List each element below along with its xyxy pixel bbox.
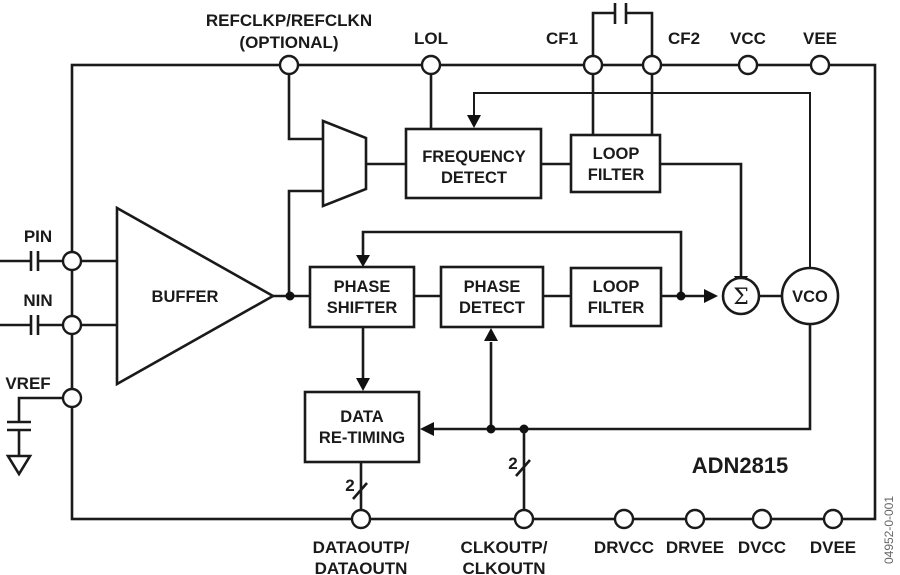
wire-buffer-to-mux bbox=[287, 189, 323, 296]
label-refclk: REFCLKP/REFCLKN bbox=[206, 11, 372, 30]
label-cf1: CF1 bbox=[546, 29, 578, 48]
pin-cf2 bbox=[641, 54, 663, 76]
label-vco: VCO bbox=[792, 288, 828, 306]
label-drvee: DRVEE bbox=[666, 538, 724, 557]
junction-dot bbox=[486, 424, 496, 434]
wire-vco-clock bbox=[432, 324, 812, 431]
mux bbox=[321, 119, 368, 208]
pin-lol bbox=[420, 54, 442, 76]
label-dataout-1: DATAOUTP/ bbox=[313, 538, 410, 557]
arrow-into-sum-left bbox=[704, 289, 718, 303]
data-retiming-block bbox=[303, 390, 421, 464]
label-bus-clk: 2 bbox=[508, 454, 517, 473]
label-dataout-2: DATAOUTN bbox=[315, 559, 408, 575]
pin-nin bbox=[61, 314, 83, 336]
pin-vee bbox=[809, 54, 831, 76]
label-cf2: CF2 bbox=[668, 29, 700, 48]
pin-clkout bbox=[513, 508, 535, 530]
label-clkout-1: CLKOUTP/ bbox=[461, 538, 548, 557]
pin-drvcc bbox=[613, 508, 635, 530]
label-rt-2: RE-TIMING bbox=[319, 429, 405, 447]
wire-refclk bbox=[287, 65, 323, 141]
loop-filter-bottom-block bbox=[569, 266, 663, 328]
chip-outline bbox=[70, 63, 877, 521]
label-bus-data: 2 bbox=[345, 476, 354, 495]
frequency-detect-block bbox=[404, 127, 543, 200]
label-refclk-optional: (OPTIONAL) bbox=[239, 33, 338, 52]
label-vee: VEE bbox=[803, 29, 837, 48]
pin-vref bbox=[61, 387, 83, 409]
label-lol: LOL bbox=[414, 29, 448, 48]
ground-icon bbox=[5, 454, 33, 477]
chip-name: ADN2815 bbox=[692, 453, 789, 478]
label-ps-2: SHIFTER bbox=[327, 299, 398, 317]
arrow-into-fd bbox=[467, 115, 481, 128]
wire-lf-to-ps bbox=[361, 230, 683, 296]
arrow-into-pd bbox=[484, 328, 498, 341]
label-pd-1: PHASE bbox=[464, 278, 521, 296]
label-lft-2: FILTER bbox=[588, 166, 645, 184]
label-clkout-2: CLKOUTN bbox=[462, 559, 545, 575]
pin-vcc bbox=[737, 54, 759, 76]
pin-pin bbox=[61, 250, 83, 272]
phase-shifter-block bbox=[308, 265, 416, 329]
bus-slash-clk bbox=[515, 459, 531, 477]
label-lft-1: LOOP bbox=[593, 145, 640, 163]
wire-vco-to-fd bbox=[473, 92, 811, 272]
wire-vref bbox=[17, 396, 72, 422]
pin-dataout bbox=[350, 508, 372, 530]
pin-dvcc bbox=[751, 508, 773, 530]
label-nin: NIN bbox=[23, 291, 52, 310]
pin-dvee bbox=[822, 508, 844, 530]
loop-filter-top-block bbox=[569, 133, 662, 194]
arrow-into-ps bbox=[356, 255, 370, 267]
label-drvcc: DRVCC bbox=[594, 538, 654, 557]
junction-dot bbox=[285, 291, 295, 301]
pin-cf1 bbox=[582, 54, 604, 76]
pin-refclk bbox=[278, 54, 300, 76]
label-lfb-2: FILTER bbox=[588, 299, 645, 317]
label-pin: PIN bbox=[24, 227, 52, 246]
label-buffer: BUFFER bbox=[152, 288, 219, 306]
label-dvcc: DVCC bbox=[738, 538, 786, 557]
label-summer: Σ bbox=[733, 285, 749, 310]
label-pd-2: DETECT bbox=[459, 299, 525, 317]
label-freq-2: DETECT bbox=[441, 169, 507, 187]
label-vcc: VCC bbox=[730, 29, 766, 48]
label-dvee: DVEE bbox=[810, 538, 856, 557]
junction-dot bbox=[676, 291, 686, 301]
bus-slash-data bbox=[352, 482, 368, 500]
label-lfb-1: LOOP bbox=[593, 278, 640, 296]
arrow-into-retiming-top bbox=[356, 378, 370, 391]
wire-lf-to-sum bbox=[660, 162, 743, 278]
buffer-amplifier bbox=[115, 205, 276, 387]
phase-detect-block bbox=[439, 265, 545, 329]
label-vref: VREF bbox=[5, 374, 50, 393]
label-rt-1: DATA bbox=[340, 408, 383, 426]
pin-drvee bbox=[684, 508, 706, 530]
label-ps-1: PHASE bbox=[334, 278, 391, 296]
figure-id: 04952-0-001 bbox=[882, 496, 896, 564]
arrow-into-retiming bbox=[420, 422, 434, 436]
label-freq-1: FREQUENCY bbox=[422, 148, 526, 166]
external-cap-wire bbox=[591, 11, 654, 65]
